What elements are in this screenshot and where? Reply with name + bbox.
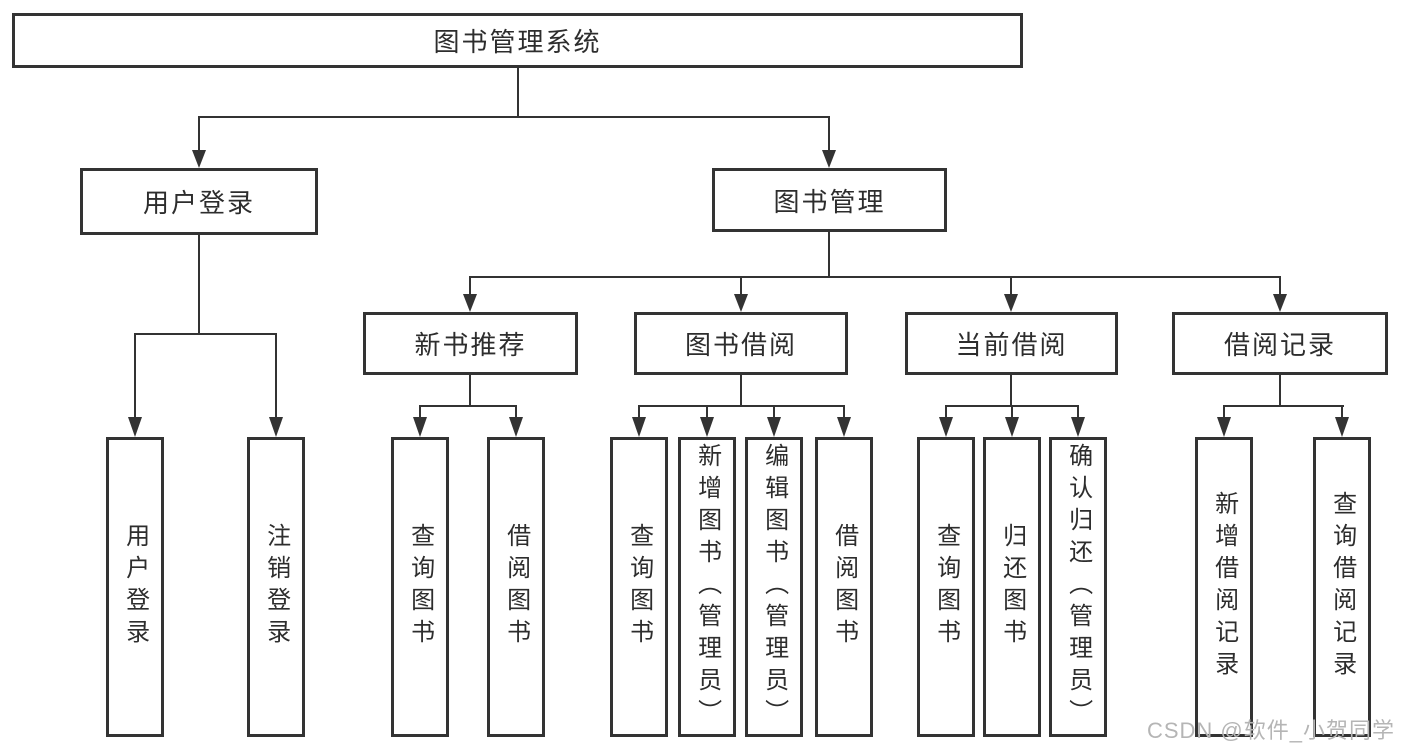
arrow-down-icon — [1335, 417, 1349, 437]
leaf-current-return-books: 归还图书 — [983, 437, 1041, 737]
node-label: 当前借阅 — [955, 330, 1068, 360]
node-current-borrowing: 当前借阅 — [905, 312, 1118, 375]
connector-line — [740, 375, 742, 407]
connector-line — [134, 333, 277, 335]
node-new-book-recommend: 新书推荐 — [363, 312, 578, 375]
connector-line — [1010, 375, 1012, 407]
leaf-borrow-edit-books-admin: 编辑图书（管理员） — [745, 437, 803, 737]
connector-line — [469, 276, 1281, 278]
leaf-current-query-books: 查询图书 — [917, 437, 975, 737]
connector-line — [134, 333, 136, 419]
node-label: 用户登录 — [142, 188, 255, 218]
connector-line — [419, 405, 421, 419]
leaf-label: 查询借阅记录 — [1328, 491, 1356, 683]
leaf-label: 查询图书 — [406, 523, 434, 651]
leaf-user-login: 用户登录 — [106, 437, 164, 737]
leaf-label: 查询图书 — [932, 523, 960, 651]
leaf-borrow-borrow-books: 借阅图书 — [815, 437, 873, 737]
leaf-label: 确认归还（管理员） — [1064, 443, 1092, 731]
node-label: 图书借阅 — [684, 330, 797, 360]
connector-line — [419, 405, 517, 407]
leaf-rec-query-books: 查询图书 — [391, 437, 449, 737]
connector-line — [275, 333, 277, 419]
connector-line — [515, 405, 517, 419]
connector-line — [1223, 405, 1344, 407]
arrow-down-icon — [192, 150, 206, 168]
arrow-down-icon — [1004, 294, 1018, 312]
connector-line — [638, 405, 640, 419]
connector-line — [638, 405, 845, 407]
node-label: 借阅记录 — [1223, 330, 1336, 360]
arrow-down-icon — [837, 417, 851, 437]
arrow-down-icon — [822, 150, 836, 168]
node-borrow-records: 借阅记录 — [1172, 312, 1388, 375]
leaf-label: 新增图书（管理员） — [693, 443, 721, 731]
connector-line — [945, 405, 947, 419]
connector-line — [1279, 375, 1281, 407]
leaf-label: 归还图书 — [998, 523, 1026, 651]
connector-line — [1077, 405, 1079, 419]
node-library-system: 图书管理系统 — [12, 13, 1023, 68]
node-user-login: 用户登录 — [80, 168, 318, 235]
arrow-down-icon — [767, 417, 781, 437]
arrow-down-icon — [269, 417, 283, 437]
leaf-label: 编辑图书（管理员） — [760, 443, 788, 731]
connector-line — [773, 405, 775, 419]
arrow-down-icon — [700, 417, 714, 437]
node-book-borrowing: 图书借阅 — [634, 312, 848, 375]
connector-line — [706, 405, 708, 419]
node-label: 新书推荐 — [414, 330, 527, 360]
arrow-down-icon — [1071, 417, 1085, 437]
connector-line — [198, 235, 200, 335]
arrow-down-icon — [128, 417, 142, 437]
arrow-down-icon — [1005, 417, 1019, 437]
connector-line — [828, 232, 830, 278]
leaf-label: 借阅图书 — [830, 523, 858, 651]
leaf-label: 用户登录 — [121, 523, 149, 651]
leaf-logout: 注销登录 — [247, 437, 305, 737]
connector-line — [198, 116, 830, 118]
leaf-label: 注销登录 — [262, 523, 290, 651]
node-book-management: 图书管理 — [712, 168, 947, 232]
leaf-label: 借阅图书 — [502, 523, 530, 651]
leaf-records-query-record: 查询借阅记录 — [1313, 437, 1371, 737]
leaf-borrow-add-books-admin: 新增图书（管理员） — [678, 437, 736, 737]
node-label: 图书管理 — [773, 186, 886, 217]
arrow-down-icon — [1217, 417, 1231, 437]
leaf-label: 新增借阅记录 — [1210, 491, 1238, 683]
arrow-down-icon — [939, 417, 953, 437]
connector-line — [198, 116, 200, 154]
arrow-down-icon — [463, 294, 477, 312]
leaf-label: 查询图书 — [625, 523, 653, 651]
arrow-down-icon — [509, 417, 523, 437]
connector-line — [1011, 405, 1013, 419]
connector-line — [517, 68, 519, 118]
watermark: CSDN @软件_小贺同学 — [1146, 718, 1395, 743]
leaf-borrow-query-books: 查询图书 — [610, 437, 668, 737]
leaf-rec-borrow-books: 借阅图书 — [487, 437, 545, 737]
connector-line — [1010, 276, 1012, 296]
connector-line — [469, 375, 471, 407]
connector-line — [843, 405, 845, 419]
connector-line — [469, 276, 471, 296]
node-label: 图书管理系统 — [433, 27, 602, 57]
connector-line — [740, 276, 742, 296]
leaf-current-confirm-return-admin: 确认归还（管理员） — [1049, 437, 1107, 737]
connector-line — [828, 116, 830, 154]
arrow-down-icon — [632, 417, 646, 437]
arrow-down-icon — [413, 417, 427, 437]
leaf-records-add-record: 新增借阅记录 — [1195, 437, 1253, 737]
connector-line — [1223, 405, 1225, 419]
arrow-down-icon — [734, 294, 748, 312]
connector-line — [1279, 276, 1281, 296]
connector-line — [1341, 405, 1343, 419]
arrow-down-icon — [1273, 294, 1287, 312]
